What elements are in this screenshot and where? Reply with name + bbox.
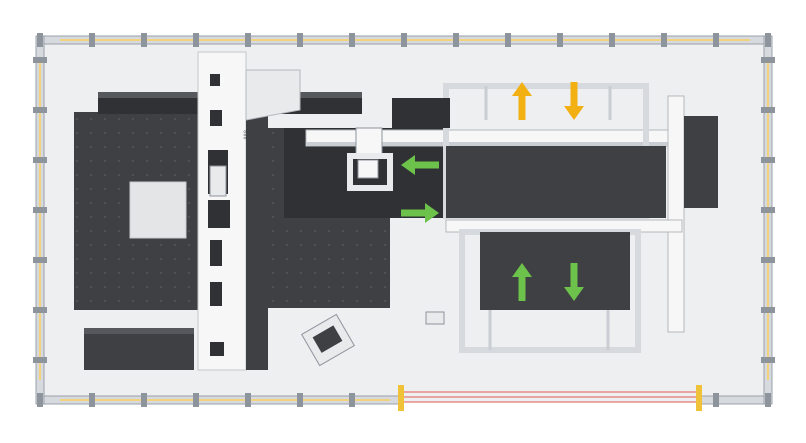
fence-post-top [37, 33, 43, 47]
fence-post-side [33, 157, 47, 163]
gantry-side-rail [246, 100, 268, 370]
fence-post-bottom [37, 393, 43, 407]
control-cabinet [84, 328, 194, 370]
operator-console [300, 313, 356, 367]
fence-post-side [33, 207, 47, 213]
fence-post-side [33, 57, 47, 63]
fence-post-bottom [89, 393, 95, 407]
fence-post-bottom [141, 393, 147, 407]
fence-post-top [557, 33, 563, 47]
fence-post-top [141, 33, 147, 47]
door-post-left [398, 385, 404, 411]
fence-post-side [761, 357, 775, 363]
fence-post-bottom [245, 393, 251, 407]
motion-arrows [401, 82, 584, 301]
sheet-stack-bottom [480, 232, 630, 310]
arrow-green-up [512, 263, 532, 301]
fence-post-bottom [349, 393, 355, 407]
fence-post-top [245, 33, 251, 47]
fence-post-top [505, 33, 511, 47]
fence-post-side [761, 207, 775, 213]
arrow-green-left [401, 155, 439, 175]
fence-post-bottom [297, 393, 303, 407]
fence-post-side [761, 57, 775, 63]
fence-post-side [761, 107, 775, 113]
gantry-cover [245, 69, 301, 121]
arrow-green-down [564, 263, 584, 301]
door-post-right [696, 385, 702, 411]
fence-post-top [297, 33, 303, 47]
arrow-orange-up [512, 82, 532, 120]
storage-column [667, 95, 685, 333]
arrow-orange-down [564, 82, 584, 120]
fence-post-bottom [765, 393, 771, 407]
fence-post-side [761, 257, 775, 263]
arrow-green-right [401, 203, 439, 223]
fence-post-top [609, 33, 615, 47]
sheet-stack-top [446, 146, 666, 218]
loader-head [347, 153, 393, 191]
fence-post-top [401, 33, 407, 47]
fence-post-top [193, 33, 199, 47]
fence-post-bottom [713, 393, 719, 407]
fence-post-side [761, 307, 775, 313]
fence-post-top [349, 33, 355, 47]
storage-end-cap [684, 116, 718, 208]
fence-post-top [713, 33, 719, 47]
fence-post-side [761, 157, 775, 163]
fence-post-side [33, 307, 47, 313]
fence-post-top [453, 33, 459, 47]
cutting-bed-panel [129, 181, 187, 239]
brand-logo: ◦◦◦ [240, 130, 250, 140]
fence-post-side [33, 107, 47, 113]
fence-post-top [661, 33, 667, 47]
light-curtain [404, 391, 696, 403]
fence-post-bottom [193, 393, 199, 407]
fence-post-side [33, 357, 47, 363]
fence-posts [33, 33, 775, 407]
fence-post-side [33, 257, 47, 263]
fence-post-top [765, 33, 771, 47]
fence-post-top [89, 33, 95, 47]
cutting-head [209, 165, 227, 197]
